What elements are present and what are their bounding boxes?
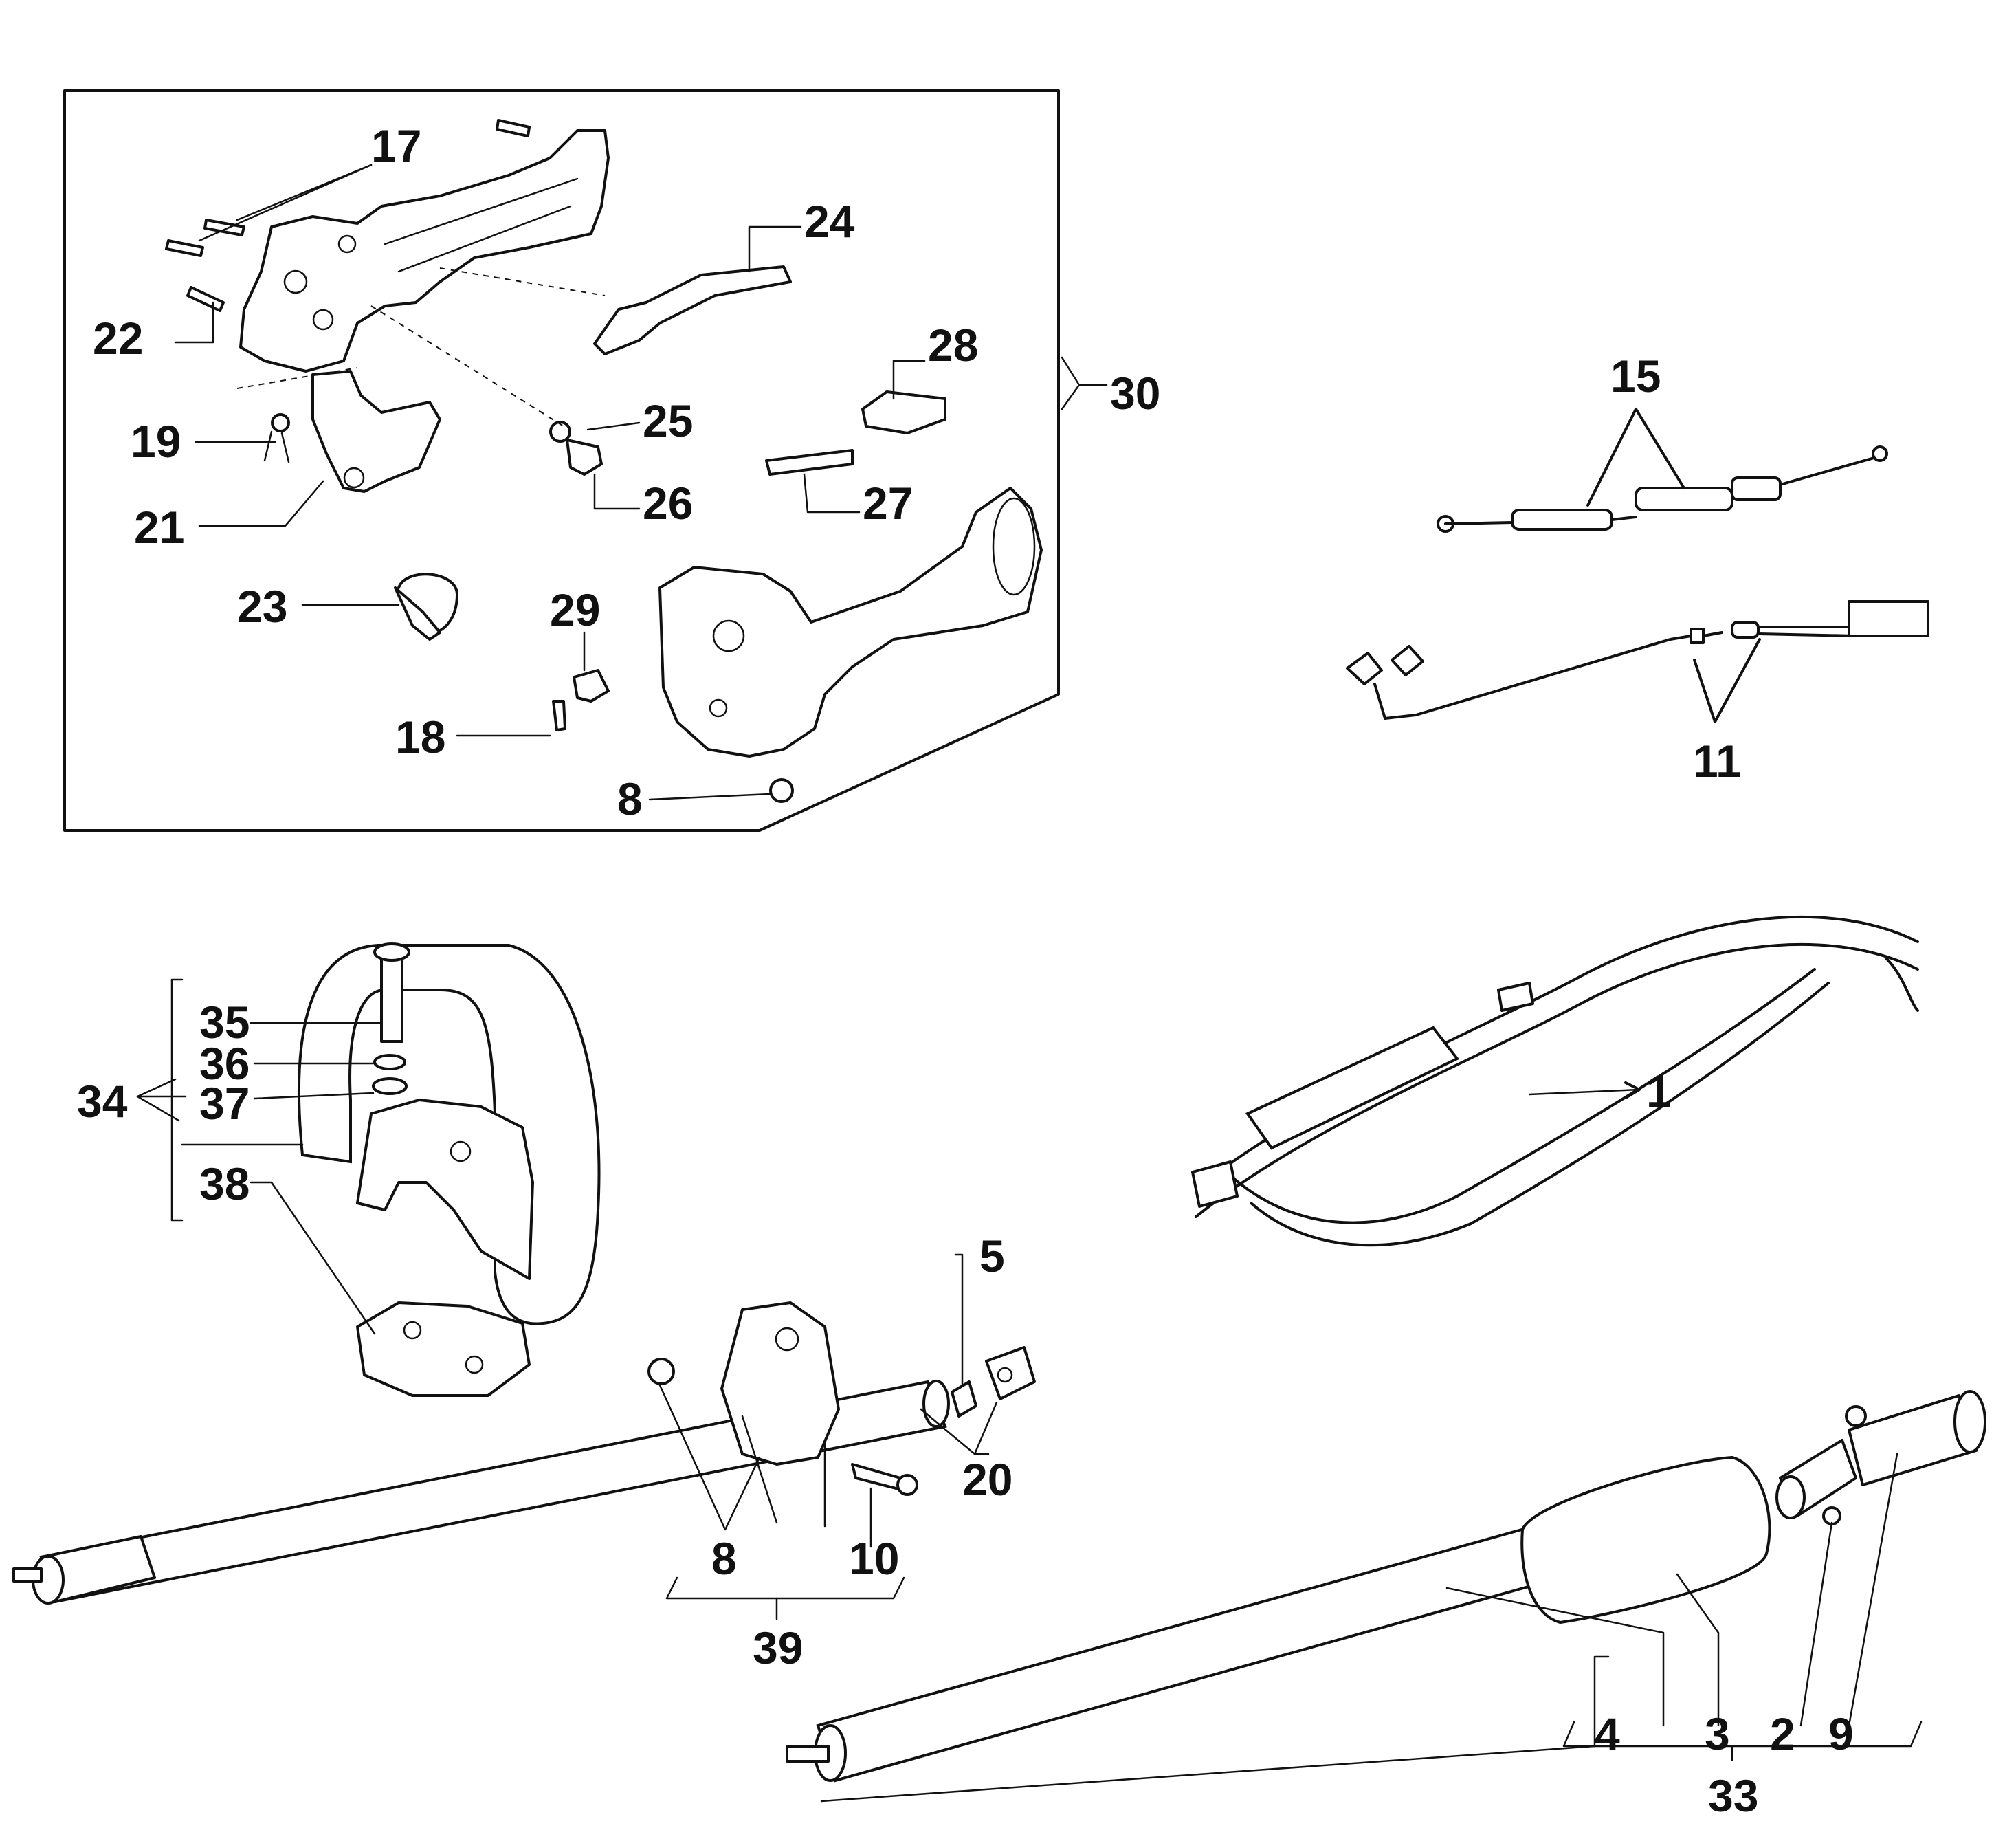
small-screw-icon — [552, 700, 566, 731]
callout-34: 34 — [77, 1076, 128, 1127]
callout-29: 29 — [550, 584, 600, 635]
callout-28: 28 — [928, 320, 978, 371]
leader-lines-drive — [820, 1453, 1923, 1803]
leader-lines-shaft — [658, 1253, 998, 1620]
callout-26: 26 — [643, 478, 693, 529]
callout-24: 24 — [804, 196, 855, 247]
wire-harness-icon — [1346, 600, 1929, 720]
switch-block-icon — [861, 390, 946, 434]
callout-3: 3 — [1705, 1708, 1730, 1759]
nut-icon — [769, 778, 794, 803]
throttle-cable-icon — [1437, 445, 1888, 533]
callout-35: 35 — [199, 997, 250, 1048]
trigger-lever-icon — [593, 265, 792, 355]
handle-grip-icon — [658, 487, 1043, 758]
callout-5: 5 — [979, 1231, 1005, 1281]
callout-labels: 17 24 22 28 30 25 19 26 27 21 23 29 18 8… — [77, 120, 1854, 1821]
callout-2: 2 — [1770, 1708, 1795, 1759]
harness-strap-icon — [1191, 915, 1919, 1247]
inset-frame — [63, 89, 1060, 832]
callout-38: 38 — [199, 1158, 250, 1209]
contact-plate-icon — [765, 449, 854, 476]
switch-clip-icon — [573, 669, 610, 703]
callout-27: 27 — [863, 478, 913, 529]
callout-1: 1 — [1646, 1066, 1672, 1116]
callout-17: 17 — [371, 120, 421, 171]
callout-11: 11 — [1693, 736, 1741, 786]
callout-10: 10 — [849, 1533, 899, 1584]
clamp-icon — [394, 573, 458, 641]
callout-37: 37 — [199, 1078, 250, 1129]
drive-tube-icon — [786, 1390, 1986, 1783]
bike-handle-icon — [298, 942, 601, 1397]
throttle-trigger-icon — [311, 370, 441, 493]
callout-9: 9 — [1828, 1708, 1854, 1759]
callout-18: 18 — [395, 712, 445, 762]
shaft-tube-icon — [12, 1301, 1036, 1605]
callout-21: 21 — [134, 502, 184, 553]
callout-19: 19 — [131, 416, 181, 467]
callout-8-inset: 8 — [617, 773, 643, 824]
callout-23: 23 — [237, 581, 287, 632]
leader-lines-inset — [174, 164, 1108, 801]
callout-4: 4 — [1595, 1708, 1620, 1759]
callout-20: 20 — [962, 1454, 1012, 1505]
callout-33: 33 — [1708, 1770, 1758, 1821]
leader-lines-bike-handle — [136, 978, 383, 1335]
callout-8-shaft: 8 — [711, 1533, 737, 1584]
callout-39: 39 — [753, 1622, 803, 1673]
lock-lever-icon — [549, 421, 603, 476]
handle-housing-icon — [239, 129, 610, 373]
callout-25: 25 — [643, 395, 693, 446]
spring-icon — [263, 413, 290, 463]
callout-22: 22 — [93, 313, 143, 364]
callout-30: 30 — [1110, 368, 1160, 419]
screw-icon — [165, 119, 531, 312]
leader-lines-cables — [1586, 408, 1761, 723]
callout-36: 36 — [199, 1038, 250, 1089]
callout-15: 15 — [1610, 351, 1661, 401]
